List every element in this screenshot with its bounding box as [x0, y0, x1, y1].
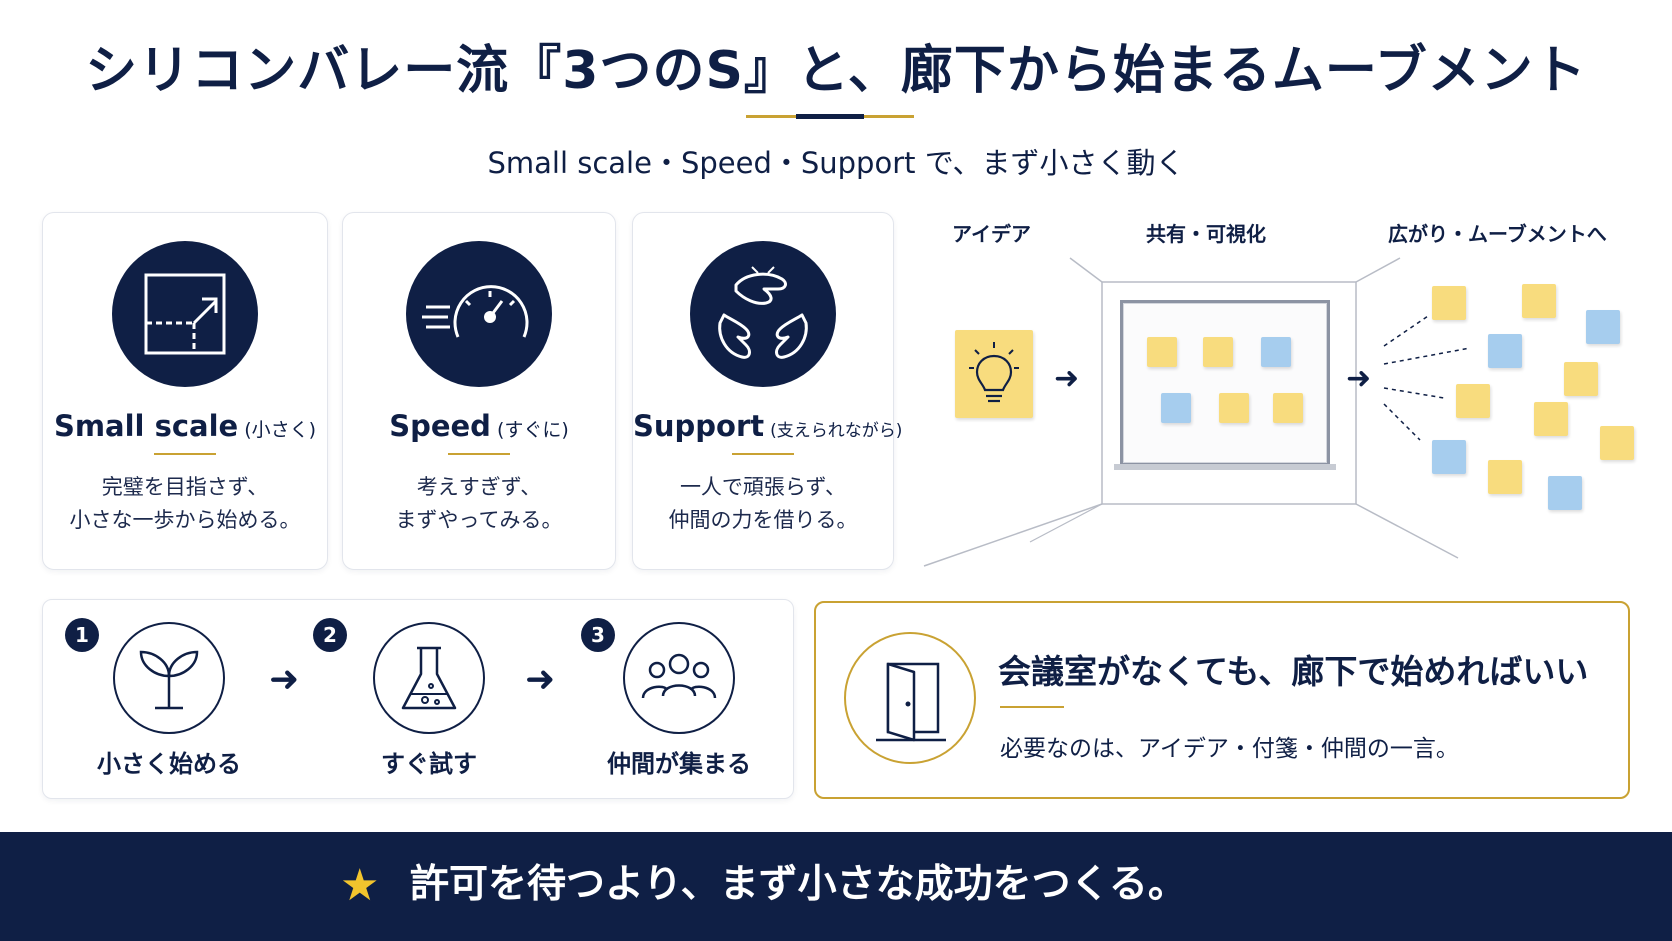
- sprout-icon: [113, 622, 225, 734]
- step-arrow-icon: ➜: [269, 659, 300, 700]
- callout-divider: [1000, 706, 1064, 708]
- banner-text: 許可を待つより、まず小さな成功をつくる。: [410, 862, 1187, 907]
- step-number-badge: 1: [65, 618, 99, 652]
- card-title-jp: (支えられながら): [770, 421, 903, 441]
- lightbulb-icon: [955, 330, 1033, 418]
- card-small-scale: Small scale(小さく) 完璧を目指さず、 小さな一歩から始める。: [42, 212, 328, 570]
- card-description: 完璧を目指さず、 小さな一歩から始める。: [43, 471, 327, 537]
- card-heading: Speed(すぐに): [343, 409, 615, 443]
- scale-expand-icon: [112, 241, 258, 387]
- spread-lines: [1383, 315, 1471, 441]
- card-desc-line: 一人で頑張らず、: [679, 475, 847, 499]
- speedometer-icon: [406, 241, 552, 387]
- flow-arrow-icon: ➜: [1346, 361, 1372, 396]
- step-label: 小さく始める: [97, 750, 241, 778]
- card-divider: [154, 453, 216, 455]
- step-label: 仲間が集まる: [607, 750, 751, 778]
- flow-label-idea: アイデア: [952, 222, 1031, 246]
- card-desc-line: 仲間の力を借りる。: [668, 508, 858, 532]
- bottom-banner: ★ 許可を待つより、まず小さな成功をつくる。: [0, 832, 1672, 941]
- flow-label-spread: 広がり・ムーブメントへ: [1388, 222, 1607, 246]
- step-number-badge: 2: [313, 618, 347, 652]
- group-icon: [623, 622, 735, 734]
- door-icon: [844, 632, 976, 764]
- card-speed: Speed(すぐに) 考えすぎず、 まずやってみる。: [342, 212, 616, 570]
- whiteboard-tray: [1114, 464, 1336, 470]
- card-divider: [732, 453, 794, 455]
- flow-label-share: 共有・可視化: [1146, 222, 1266, 246]
- card-support: Support(支えられながら) 一人で頑張らず、 仲間の力を借りる。: [632, 212, 902, 570]
- whiteboard-icon: [1120, 300, 1330, 466]
- flow-arrow-icon: ➜: [1054, 361, 1080, 396]
- card-heading: Small scale(小さく): [43, 409, 327, 443]
- card-desc-line: 小さな一歩から始める。: [69, 508, 301, 532]
- card-title-jp: (すぐに): [496, 419, 569, 441]
- card-description: 考えすぎず、 まずやってみる。: [343, 471, 615, 537]
- card-title-en: Speed: [389, 409, 491, 443]
- card-desc-line: 完璧を目指さず、: [101, 475, 269, 499]
- steps-panel: 1 小さく始める ➜ 2 すぐ試す ➜ 3: [42, 599, 794, 799]
- page-title: シリコンバレー流『3つのS』と、廊下から始まるムーブメント: [85, 41, 1587, 101]
- step-label: すぐ試す: [381, 750, 477, 778]
- card-divider: [448, 453, 510, 455]
- card-title-en: Support: [633, 409, 765, 443]
- corridor-callout: 会議室がなくても、廊下で始めればいい 必要なのは、アイデア・付箋・仲間の一言。: [814, 601, 1630, 799]
- step-arrow-icon: ➜: [525, 659, 556, 700]
- helping-hands-icon: [690, 241, 836, 387]
- hallway-illustration: [923, 257, 1459, 567]
- card-heading: Support(支えられながら): [633, 409, 902, 443]
- card-title-en: Small scale: [53, 409, 239, 443]
- card-description: 一人で頑張らず、 仲間の力を借りる。: [633, 471, 893, 537]
- card-desc-line: 考えすぎず、: [416, 475, 542, 499]
- star-icon: ★: [340, 860, 380, 911]
- card-desc-line: まずやってみる。: [395, 508, 563, 532]
- flask-icon: [373, 622, 485, 734]
- callout-title: 会議室がなくても、廊下で始めればいい: [998, 652, 1589, 691]
- step-number-badge: 3: [581, 618, 615, 652]
- callout-description: 必要なのは、アイデア・付箋・仲間の一言。: [1000, 736, 1459, 762]
- page-subtitle: Small scale・Speed・Support で、まず小さく動く: [487, 146, 1185, 180]
- card-title-jp: (小さく): [244, 419, 317, 441]
- title-underline: [746, 114, 914, 119]
